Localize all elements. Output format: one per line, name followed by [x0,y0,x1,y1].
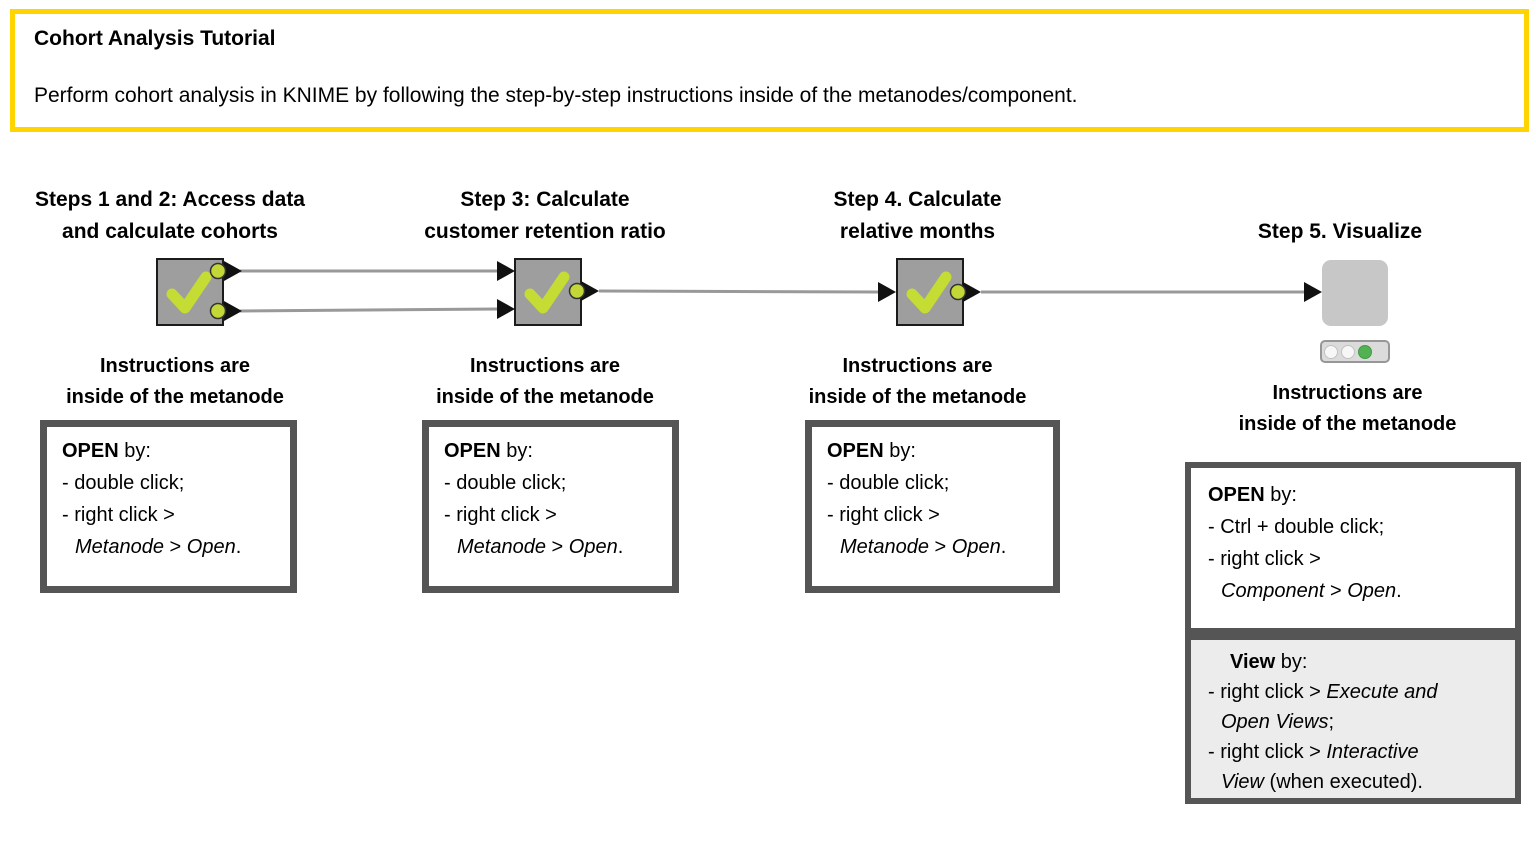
checkmark-icon [524,271,570,314]
by-label: by: [883,440,916,462]
step-3-title-line1: Step 3: Calculate [460,188,630,211]
open-by-line: OPEN by: [1208,479,1515,511]
step-5-title-line1: Step 5. Visualize [1257,220,1423,243]
component-step-5[interactable] [1322,260,1388,326]
open-label: OPEN [62,440,119,462]
traffic-light-green-on [1358,344,1372,359]
menu-item: Metanode [75,536,164,558]
menu-item: View [1221,771,1264,793]
step-5-title: Step 5. Visualize [1190,216,1490,248]
view-section: View by: - right click > Execute and Ope… [1191,640,1515,798]
step-3-title: Step 3: Calculate customer retention rat… [385,184,705,248]
caption-steps-1-2: Instructions are inside of the metanode [20,351,330,413]
menu-item: Execute and [1326,681,1438,703]
step-1-2-title-line1: Steps 1 and 2: Access data [34,188,305,211]
step-3-title-line2: customer retention ratio [424,220,666,243]
menu-path-line: Metanode > Open. [457,536,624,558]
connection-line [239,269,1305,313]
menu-item: Open [568,536,618,558]
caption-step-3: Instructions are inside of the metanode [395,351,695,413]
right-click-line: - right click > [1208,548,1321,570]
menu-item: Open Views [1221,711,1329,733]
step-4-title: Step 4. Calculate relative months [770,184,1065,248]
menu-item: Metanode [840,536,929,558]
caption-line2: inside of the metanode [808,386,1027,408]
caption-line1: Instructions are [1272,382,1423,404]
menu-path-line: Component > Open. [1221,580,1402,602]
by-label: by: [1264,484,1297,506]
when-executed-line: View (when executed). [1221,771,1423,793]
open-label: OPEN [1208,484,1265,506]
by-label: by: [1275,651,1308,673]
step-1-2-title: Steps 1 and 2: Access data and calculate… [0,184,340,248]
menu-item: Open [951,536,1001,558]
component-instructions-box-step-5[interactable]: OPEN by: - Ctrl + double click; - right … [1185,462,1521,804]
step-4-title-line2: relative months [839,220,996,243]
caption-line1: Instructions are [99,355,251,377]
open-label: OPEN [827,440,884,462]
open-section: OPEN by: - Ctrl + double click; - right … [1191,468,1515,628]
caption-step-5: Instructions are inside of the metanode [1195,378,1500,440]
open-by-line: OPEN by: [444,435,672,467]
open-views-line: Open Views; [1221,711,1335,733]
traffic-light-indicator [1320,340,1390,363]
checkmark-icon [166,271,212,314]
caption-line2: inside of the metanode [436,386,654,408]
open-instructions-box-step-3[interactable]: OPEN by: - double click; - right click >… [422,420,679,593]
open-label: OPEN [444,440,501,462]
double-click-line: - double click; [62,472,185,494]
interactive-view-line: - right click > Interactive [1208,741,1419,763]
ctrl-double-click-line: - Ctrl + double click; [1208,516,1385,538]
caption-step-4: Instructions are inside of the metanode [775,351,1060,413]
caption-line2: inside of the metanode [1238,413,1457,435]
right-click-line: - right click > [827,504,940,526]
caption-line1: Instructions are [469,355,621,377]
menu-item: Interactive [1326,741,1419,763]
open-by-line: OPEN by: [827,435,1053,467]
step-1-2-title-line2: and calculate cohorts [62,220,278,243]
view-label: View [1230,651,1276,673]
open-by-line: OPEN by: [62,435,290,467]
caption-line1: Instructions are [842,355,993,377]
view-by-line: View by: [1208,647,1515,677]
execute-open-views-line: - right click > Execute and [1208,681,1438,703]
menu-item: Component [1221,580,1325,602]
menu-path-line: Metanode > Open. [75,536,242,558]
open-instructions-box-step-4[interactable]: OPEN by: - double click; - right click >… [805,420,1060,593]
menu-path-line: Metanode > Open. [840,536,1007,558]
double-click-line: - double click; [444,472,567,494]
menu-item: Metanode [457,536,546,558]
workflow-connections-layer [209,261,1322,321]
tutorial-annotation-box[interactable]: Cohort Analysis Tutorial Perform cohort … [10,9,1529,132]
menu-item: Open [1347,580,1397,602]
input-port-icon [497,261,1322,319]
open-instructions-box-steps-1-2[interactable]: OPEN by: - double click; - right click >… [40,420,297,593]
right-click-line: - right click > [444,504,557,526]
traffic-light-red-off [1324,344,1338,359]
traffic-light-yellow-off [1341,344,1355,359]
annotation-description: Perform cohort analysis in KNIME by foll… [34,84,1078,107]
caption-line2: inside of the metanode [66,386,284,408]
by-label: by: [118,440,151,462]
by-label: by: [500,440,533,462]
annotation-title: Cohort Analysis Tutorial [34,27,276,50]
step-4-title-line1: Step 4. Calculate [833,188,1002,211]
checkmark-icon [906,271,952,314]
menu-item: Open [186,536,236,558]
double-click-line: - double click; [827,472,950,494]
right-click-line: - right click > [62,504,175,526]
output-port-icon [209,261,981,321]
